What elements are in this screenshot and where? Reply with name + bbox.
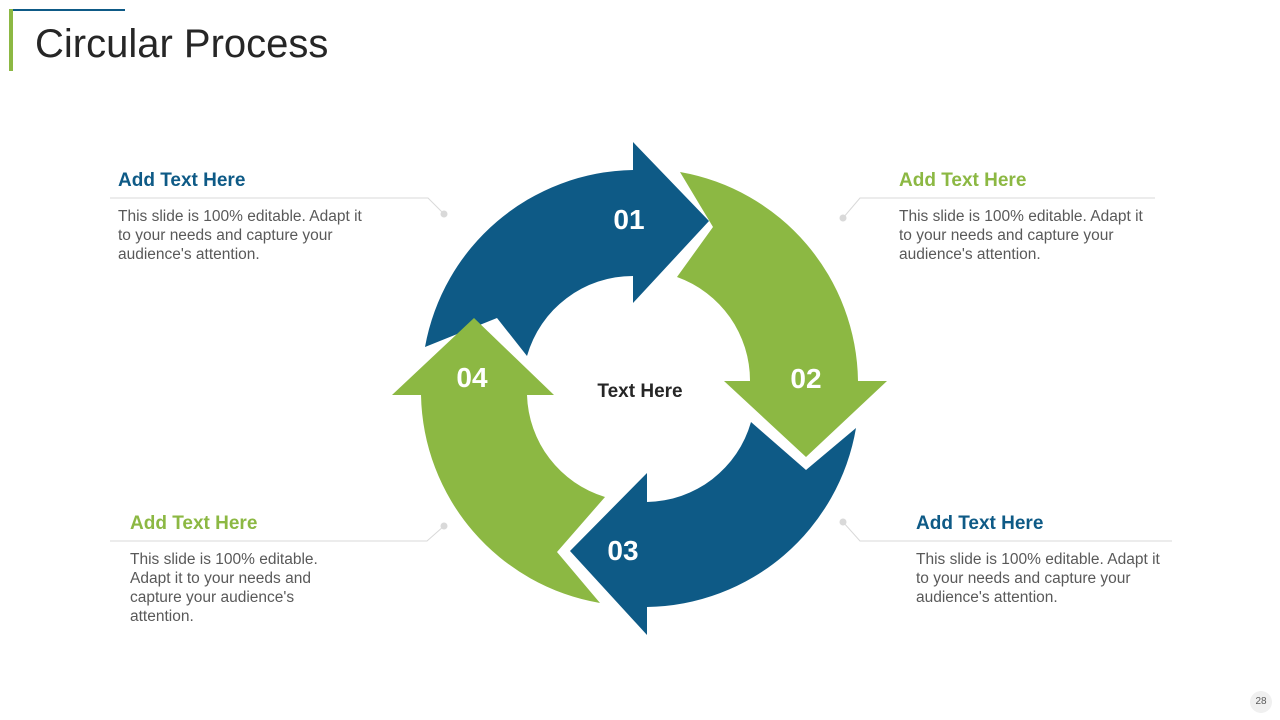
- callout-heading: Add Text Here: [118, 170, 246, 191]
- page-number: 28: [1250, 691, 1272, 713]
- connector-top-left: [110, 197, 445, 215]
- callout-bottom-right: Add Text Here This slide is 100% editabl…: [916, 512, 1166, 607]
- callout-body: This slide is 100% editable. Adapt it to…: [130, 551, 318, 625]
- step-number-02: 02: [790, 363, 821, 394]
- callout-body: This slide is 100% editable. Adapt it to…: [916, 551, 1160, 606]
- callout-heading: Add Text Here: [899, 170, 1027, 191]
- callout-top-right: Add Text Here This slide is 100% editabl…: [899, 169, 1149, 264]
- page-title: Circular Process: [35, 22, 329, 66]
- cycle-arrow-01: [425, 142, 709, 356]
- center-label: Text Here: [597, 381, 682, 402]
- connector-bottom-left: [110, 525, 445, 542]
- cycle-arrow-03: [570, 422, 856, 635]
- callout-bottom-left: Add Text Here This slide is 100% editabl…: [130, 512, 335, 626]
- cycle-arrow-04: [392, 318, 605, 603]
- cycle-arrow-02: [677, 172, 887, 457]
- callout-body: This slide is 100% editable. Adapt it to…: [899, 208, 1143, 263]
- step-number-01: 01: [613, 204, 644, 235]
- callout-top-left: Add Text Here This slide is 100% editabl…: [118, 169, 368, 264]
- connector-dot-bottom-left: [440, 522, 448, 530]
- callout-heading: Add Text Here: [916, 513, 1044, 534]
- connector-dot-top-left: [440, 210, 448, 218]
- title-accent-line: [13, 9, 125, 11]
- step-number-03: 03: [607, 535, 638, 566]
- connector-top-right: [842, 197, 1155, 219]
- connector-bottom-right: [842, 521, 1172, 542]
- step-number-04: 04: [456, 362, 488, 393]
- connector-dot-bottom-right: [839, 518, 847, 526]
- callout-heading: Add Text Here: [130, 513, 258, 534]
- callout-body: This slide is 100% editable. Adapt it to…: [118, 208, 362, 263]
- connector-dot-top-right: [839, 214, 847, 222]
- title-accent-bar: [9, 9, 13, 71]
